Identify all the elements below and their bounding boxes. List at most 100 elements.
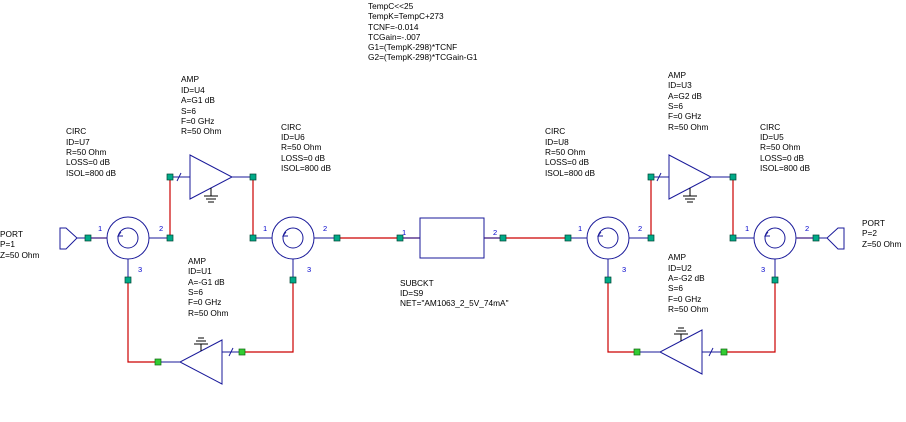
label-line: R=50 Ohm bbox=[188, 308, 228, 318]
circulator-u5[interactable] bbox=[729, 216, 813, 284]
port-2-label: PORT P=2 Z=50 Ohm bbox=[862, 218, 902, 249]
equation-line: TempC<<25 bbox=[368, 1, 414, 11]
circulator-u8[interactable] bbox=[564, 216, 655, 284]
label-line: R=50 Ohm bbox=[281, 142, 321, 152]
label-line: ID=U6 bbox=[281, 132, 305, 142]
amplifier-u2[interactable] bbox=[633, 327, 728, 375]
label-line: CIRC bbox=[760, 122, 780, 132]
label-line: R=50 Ohm bbox=[668, 304, 708, 314]
label-line: PORT bbox=[0, 229, 23, 239]
label-line: ID=U1 bbox=[188, 266, 212, 276]
label-line: ID=U5 bbox=[760, 132, 784, 142]
label-line: CIRC bbox=[281, 122, 301, 132]
label-line: R=50 Ohm bbox=[545, 147, 585, 157]
wire-u7-port3-u1 bbox=[127, 280, 158, 363]
pin-label: 1 bbox=[578, 224, 582, 233]
equation-block[interactable]: TempC<<25 TempK=TempC+273 TCNF=-0.014 TC… bbox=[368, 1, 478, 62]
label-line: ISOL=800 dB bbox=[760, 163, 811, 173]
label-line: R=50 Ohm bbox=[668, 122, 708, 132]
label-line: AMP bbox=[188, 256, 206, 266]
circulator-u7[interactable] bbox=[91, 216, 174, 284]
label-line: LOSS=0 dB bbox=[760, 153, 805, 163]
label-line: CIRC bbox=[545, 126, 565, 136]
label-line: ISOL=800 dB bbox=[66, 168, 117, 178]
label-line: ID=U8 bbox=[545, 137, 569, 147]
label-line: P=2 bbox=[862, 228, 877, 238]
label-line: A=-G2 dB bbox=[668, 273, 705, 283]
amp-u3-label: AMP ID=U3 A=G2 dB S=6 F=0 GHz R=50 Ohm bbox=[668, 70, 708, 132]
label-line: AMP bbox=[181, 74, 199, 84]
label-line: ID=U4 bbox=[181, 85, 205, 95]
circ-u5-label: CIRC ID=U5 R=50 Ohm LOSS=0 dB ISOL=800 d… bbox=[760, 122, 811, 173]
equation-line: TempK=TempC+273 bbox=[368, 11, 444, 21]
amplifier-u3[interactable] bbox=[647, 154, 737, 203]
label-line: LOSS=0 dB bbox=[66, 157, 111, 167]
port-1-label: PORT P=1 Z=50 Ohm bbox=[0, 229, 40, 260]
label-line: Z=50 Ohm bbox=[862, 239, 902, 249]
label-line: S=6 bbox=[181, 106, 196, 116]
label-line: F=0 GHz bbox=[668, 294, 701, 304]
label-line: AMP bbox=[668, 70, 686, 80]
label-line: ISOL=800 dB bbox=[545, 168, 596, 178]
pin-label: 2 bbox=[159, 224, 163, 233]
label-line: R=50 Ohm bbox=[66, 147, 106, 157]
equation-line: TCGain=-.007 bbox=[368, 32, 421, 42]
label-line: A=G2 dB bbox=[668, 91, 702, 101]
label-line: CIRC bbox=[66, 126, 86, 136]
label-line: LOSS=0 dB bbox=[281, 153, 326, 163]
label-line: LOSS=0 dB bbox=[545, 157, 590, 167]
wire-u6-port3-u1 bbox=[242, 280, 294, 353]
amplifier-u1[interactable] bbox=[154, 337, 246, 385]
label-line: R=50 Ohm bbox=[181, 126, 221, 136]
label-line: NET="AM1063_2_5V_74mA" bbox=[400, 298, 509, 308]
label-line: A=G1 dB bbox=[181, 95, 215, 105]
label-line: S=6 bbox=[188, 287, 203, 297]
label-line: SUBCKT bbox=[400, 278, 434, 288]
amp-u4-label: AMP ID=U4 A=G1 dB S=6 F=0 GHz R=50 Ohm bbox=[181, 74, 221, 136]
circ-u6-label: CIRC ID=U6 R=50 Ohm LOSS=0 dB ISOL=800 d… bbox=[281, 122, 332, 173]
amplifier-u4[interactable] bbox=[166, 154, 257, 203]
pin-label: 3 bbox=[761, 265, 765, 274]
label-line: F=0 GHz bbox=[188, 297, 221, 307]
equation-line: G2=(TempK-298)*TCGain-G1 bbox=[368, 52, 478, 62]
amp-u2-label: AMP ID=U2 A=-G2 dB S=6 F=0 GHz R=50 Ohm bbox=[668, 252, 708, 314]
label-line: ISOL=800 dB bbox=[281, 163, 332, 173]
label-line: F=0 GHz bbox=[181, 116, 214, 126]
pin-label: 1 bbox=[263, 224, 267, 233]
circulator-u6[interactable] bbox=[249, 216, 341, 284]
pin-label: 2 bbox=[638, 224, 642, 233]
label-line: P=1 bbox=[0, 239, 15, 249]
label-line: ID=U7 bbox=[66, 137, 90, 147]
label-line: AMP bbox=[668, 252, 686, 262]
label-line: A=-G1 dB bbox=[188, 277, 225, 287]
equation-line: TCNF=-0.014 bbox=[368, 22, 419, 32]
pin-label: 2 bbox=[493, 228, 497, 237]
label-line: R=50 Ohm bbox=[760, 142, 800, 152]
wire-u5-port3-u2 bbox=[724, 280, 776, 353]
subckt-label: SUBCKT ID=S9 NET="AM1063_2_5V_74mA" bbox=[400, 278, 509, 308]
label-line: F=0 GHz bbox=[668, 111, 701, 121]
label-line: S=6 bbox=[668, 283, 683, 293]
equation-line: G1=(TempK-298)*TCNF bbox=[368, 42, 457, 52]
pin-label: 3 bbox=[138, 265, 142, 274]
circ-u7-label: CIRC ID=U7 R=50 Ohm LOSS=0 dB ISOL=800 d… bbox=[66, 126, 117, 178]
pin-label: 1 bbox=[98, 224, 102, 233]
pin-label: 3 bbox=[307, 265, 311, 274]
label-line: PORT bbox=[862, 218, 885, 228]
pin-numbers: 1 2 3 1 2 3 1 2 1 2 3 1 2 3 bbox=[98, 224, 809, 274]
pin-label: 1 bbox=[402, 228, 406, 237]
label-line: Z=50 Ohm bbox=[0, 250, 40, 260]
label-line: ID=U3 bbox=[668, 80, 692, 90]
pin-label: 1 bbox=[745, 224, 749, 233]
label-line: S=6 bbox=[668, 101, 683, 111]
pin-label: 2 bbox=[805, 224, 809, 233]
amp-u1-label: AMP ID=U1 A=-G1 dB S=6 F=0 GHz R=50 Ohm bbox=[188, 256, 228, 318]
subcircuit-s9[interactable] bbox=[396, 217, 507, 259]
pin-label: 3 bbox=[622, 265, 626, 274]
pin-label: 2 bbox=[323, 224, 327, 233]
label-line: ID=U2 bbox=[668, 263, 692, 273]
circ-u8-label: CIRC ID=U8 R=50 Ohm LOSS=0 dB ISOL=800 d… bbox=[545, 126, 596, 178]
wire-u8-port3-u2 bbox=[607, 280, 637, 353]
label-line: ID=S9 bbox=[400, 288, 424, 298]
